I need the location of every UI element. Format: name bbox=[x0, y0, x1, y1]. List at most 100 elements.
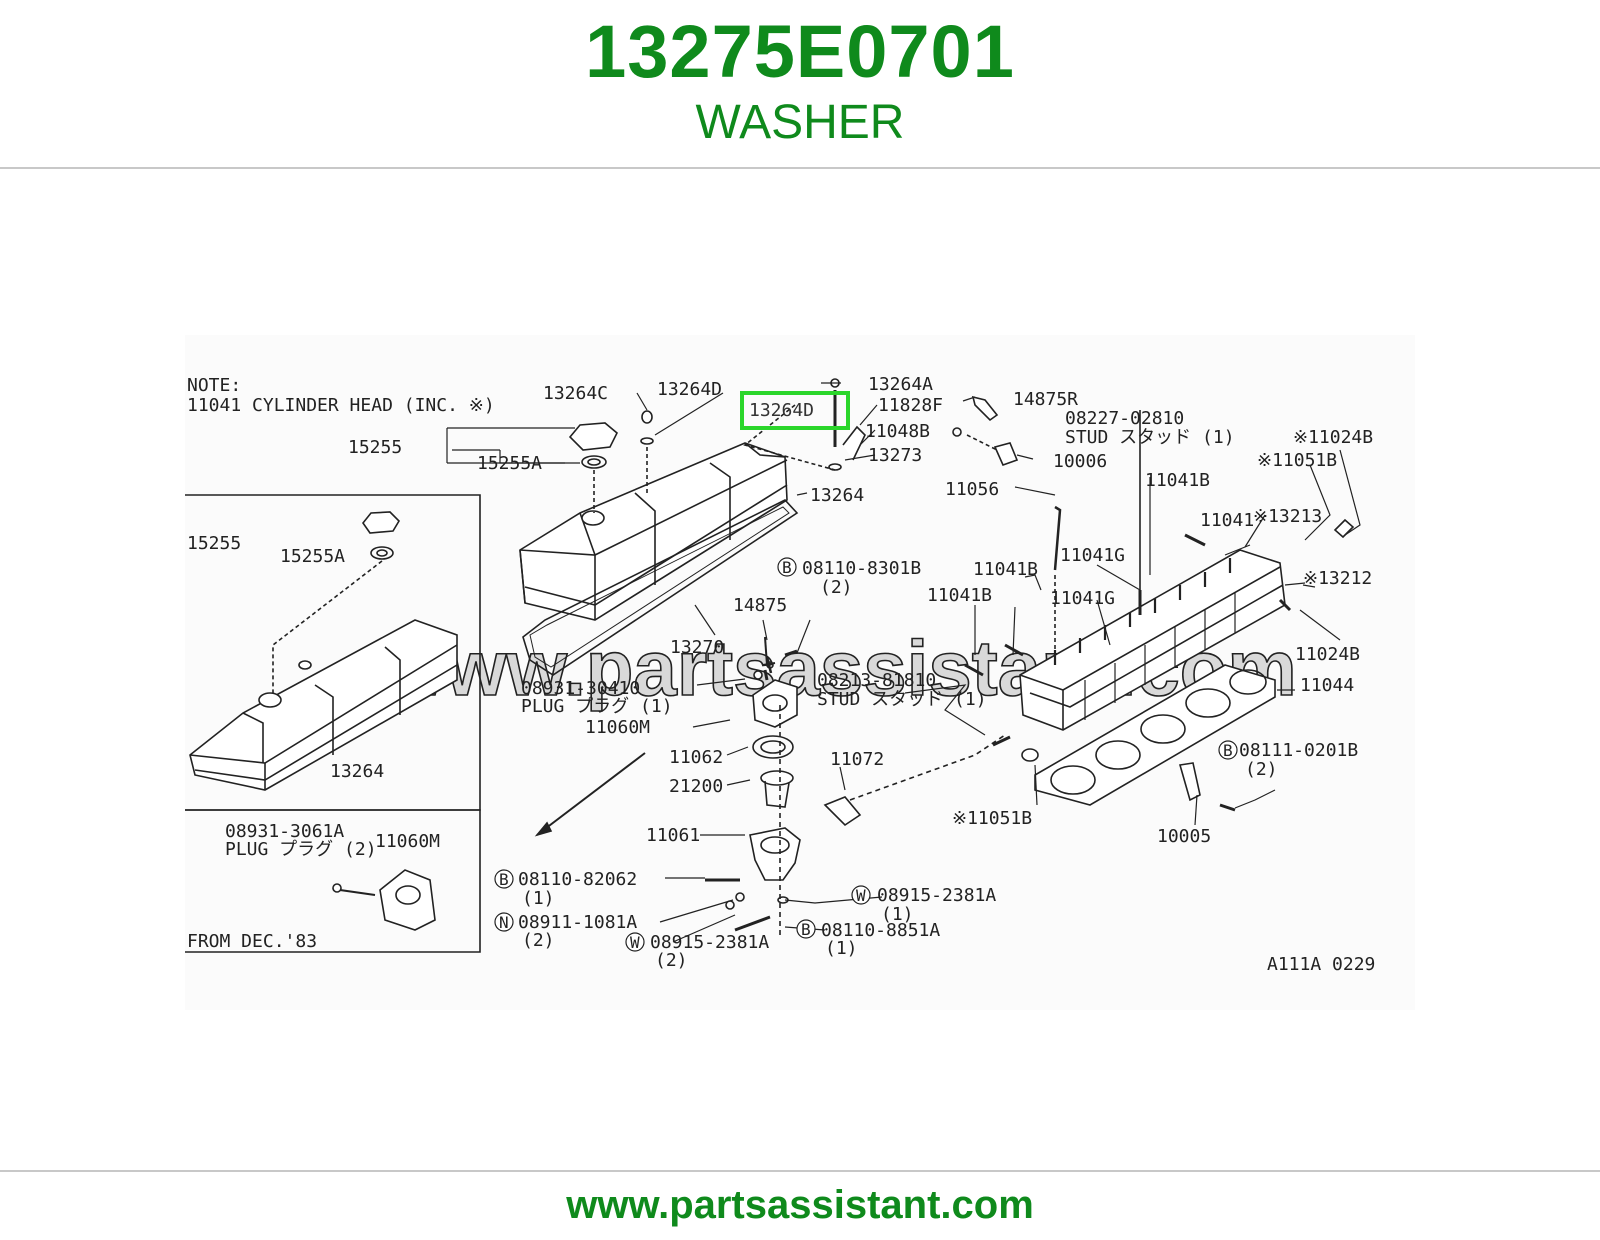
bolt-11048b bbox=[952, 427, 962, 437]
label-14875r: 14875R bbox=[1013, 389, 1078, 410]
inset-bottom-code: 08931-3061A bbox=[225, 821, 344, 842]
bolt-11041b-c bbox=[1004, 643, 1024, 657]
bolt-08110-8301b bbox=[784, 649, 798, 657]
washer-13264d-top bbox=[640, 437, 654, 445]
label-13270: 13270 bbox=[670, 637, 724, 658]
plug-13213 bbox=[1333, 518, 1355, 539]
label-08110-8851a: 08110-8851A bbox=[821, 920, 940, 941]
thermostat-housing-11061 bbox=[749, 827, 801, 881]
inset-label-15255a: 15255A bbox=[280, 546, 345, 567]
label-08110-82062-qty: (1) bbox=[522, 888, 555, 909]
label-08915-b: 08915-2381A bbox=[650, 932, 769, 953]
label-08111: 08111-0201B bbox=[1239, 740, 1358, 761]
label-11048b: 11048B bbox=[865, 421, 930, 442]
circle-letter-b1: B bbox=[782, 558, 792, 577]
head-gasket bbox=[1034, 664, 1276, 806]
label-11056: 11056 bbox=[945, 479, 999, 500]
inset-box-bottom bbox=[185, 809, 481, 953]
label-08213-stud: STUD スタッド (1) bbox=[817, 689, 987, 710]
circle-letter-n1: N bbox=[499, 913, 509, 932]
circle-letter-w1: W bbox=[856, 886, 866, 905]
part-name: WASHER bbox=[695, 96, 905, 149]
sensor-14875r bbox=[971, 395, 999, 422]
label-13273: 13273 bbox=[868, 445, 922, 466]
inset-oil-cap bbox=[362, 511, 401, 560]
valve-cover-gasket bbox=[522, 499, 799, 676]
plug-08931 bbox=[753, 670, 763, 680]
label-11051b-b: ※11051B bbox=[952, 808, 1032, 829]
circle-letter-b3: B bbox=[801, 920, 811, 939]
bolt-11041b-a bbox=[1184, 533, 1206, 547]
label-08227: 08227-02810 bbox=[1065, 408, 1184, 429]
inset-bottom-desc: PLUG プラグ (2) bbox=[225, 839, 377, 860]
label-08915-a: 08915-2381A bbox=[877, 885, 996, 906]
inset-water-outlet bbox=[332, 869, 436, 931]
label-08911-qty: (2) bbox=[522, 930, 555, 951]
label-08110-8851a-qty: (1) bbox=[825, 938, 858, 959]
bolt-11041b-b bbox=[964, 663, 984, 677]
parts-diagram: www.partsassistant.com bbox=[185, 335, 1415, 1010]
note-title: NOTE: bbox=[187, 375, 241, 396]
label-11041b-b: 11041B bbox=[973, 559, 1038, 580]
gasket-inner bbox=[529, 506, 790, 668]
label-08110-82062: 08110-82062 bbox=[518, 869, 637, 890]
washer-08915-a bbox=[735, 892, 745, 902]
label-08227-stud: STUD スタッド (1) bbox=[1065, 427, 1235, 448]
circle-letter-b2: B bbox=[499, 870, 509, 889]
cylinder-head bbox=[1019, 549, 1286, 731]
bracket-10005 bbox=[1178, 762, 1201, 802]
bolt-14875 bbox=[765, 656, 773, 674]
label-11041b-c: 11041B bbox=[927, 585, 992, 606]
label-10006: 10006 bbox=[1053, 451, 1107, 472]
label-11024b-a: ※11024B bbox=[1293, 427, 1373, 448]
label-11041: 11041 bbox=[1200, 510, 1254, 531]
circle-letter-w2: W bbox=[630, 933, 640, 952]
washer-13275 bbox=[828, 463, 842, 471]
circled-letters bbox=[494, 557, 1238, 952]
label-14875: 14875 bbox=[733, 595, 787, 616]
label-11062: 11062 bbox=[669, 747, 723, 768]
footer-url[interactable]: www.partsassistant.com bbox=[566, 1183, 1034, 1227]
oil-filler-cap bbox=[568, 422, 618, 513]
water-outlet-11060m bbox=[752, 679, 798, 728]
footer-divider bbox=[0, 1170, 1600, 1172]
note-text: 11041 CYLINDER HEAD (INC. ※) bbox=[187, 395, 495, 416]
bolt-11056 bbox=[1053, 505, 1062, 571]
label-08110-8301b-qty: (2) bbox=[820, 577, 853, 598]
label-21200: 21200 bbox=[669, 776, 723, 797]
plate-10006 bbox=[993, 442, 1019, 467]
label-11041b-a: 11041B bbox=[1145, 470, 1210, 491]
label-08931-plug: PLUG プラグ (1) bbox=[521, 696, 673, 717]
bracket-11828f bbox=[842, 425, 866, 461]
stud-08213 bbox=[992, 735, 1011, 747]
header-divider bbox=[0, 167, 1600, 169]
label-08931: 08931-30410 bbox=[521, 678, 640, 699]
label-08213: 08213-81810 bbox=[817, 670, 936, 691]
label-13264d: 13264D bbox=[657, 379, 722, 400]
diagram-code: A111A 0229 bbox=[1267, 954, 1375, 975]
label-15255a: 15255A bbox=[477, 453, 542, 474]
circle-letter-b4: B bbox=[1223, 741, 1233, 760]
label-11072: 11072 bbox=[830, 749, 884, 770]
label-13212: ※13212 bbox=[1303, 568, 1372, 589]
diagram-svg: www.partsassistant.com bbox=[185, 374, 1375, 975]
label-11041g-b: 11041G bbox=[1050, 588, 1115, 609]
label-11051b-a: ※11051B bbox=[1257, 450, 1337, 471]
label-11044: 11044 bbox=[1300, 675, 1354, 696]
label-15255: 15255 bbox=[348, 437, 402, 458]
label-08915-a-qty: (1) bbox=[881, 904, 914, 925]
plug-11051b bbox=[1021, 748, 1039, 762]
gasket-11072 bbox=[823, 796, 862, 827]
inset-label-15255: 15255 bbox=[187, 533, 241, 554]
gasket-11062 bbox=[752, 735, 794, 759]
label-08911: 08911-1081A bbox=[518, 912, 637, 933]
thermostat-21200 bbox=[760, 770, 794, 808]
inset-bottom-from: FROM DEC.'83 bbox=[187, 931, 317, 952]
grommet-13264c bbox=[641, 410, 653, 424]
label-13264d-highlighted: 13264D bbox=[749, 400, 814, 421]
label-08110-8301b: 08110-8301B bbox=[802, 558, 921, 579]
label-11061: 11061 bbox=[646, 825, 700, 846]
leader-lines bbox=[446, 382, 1361, 943]
part-number: 13275E0701 bbox=[585, 10, 1015, 93]
direction-arrow bbox=[536, 752, 646, 836]
